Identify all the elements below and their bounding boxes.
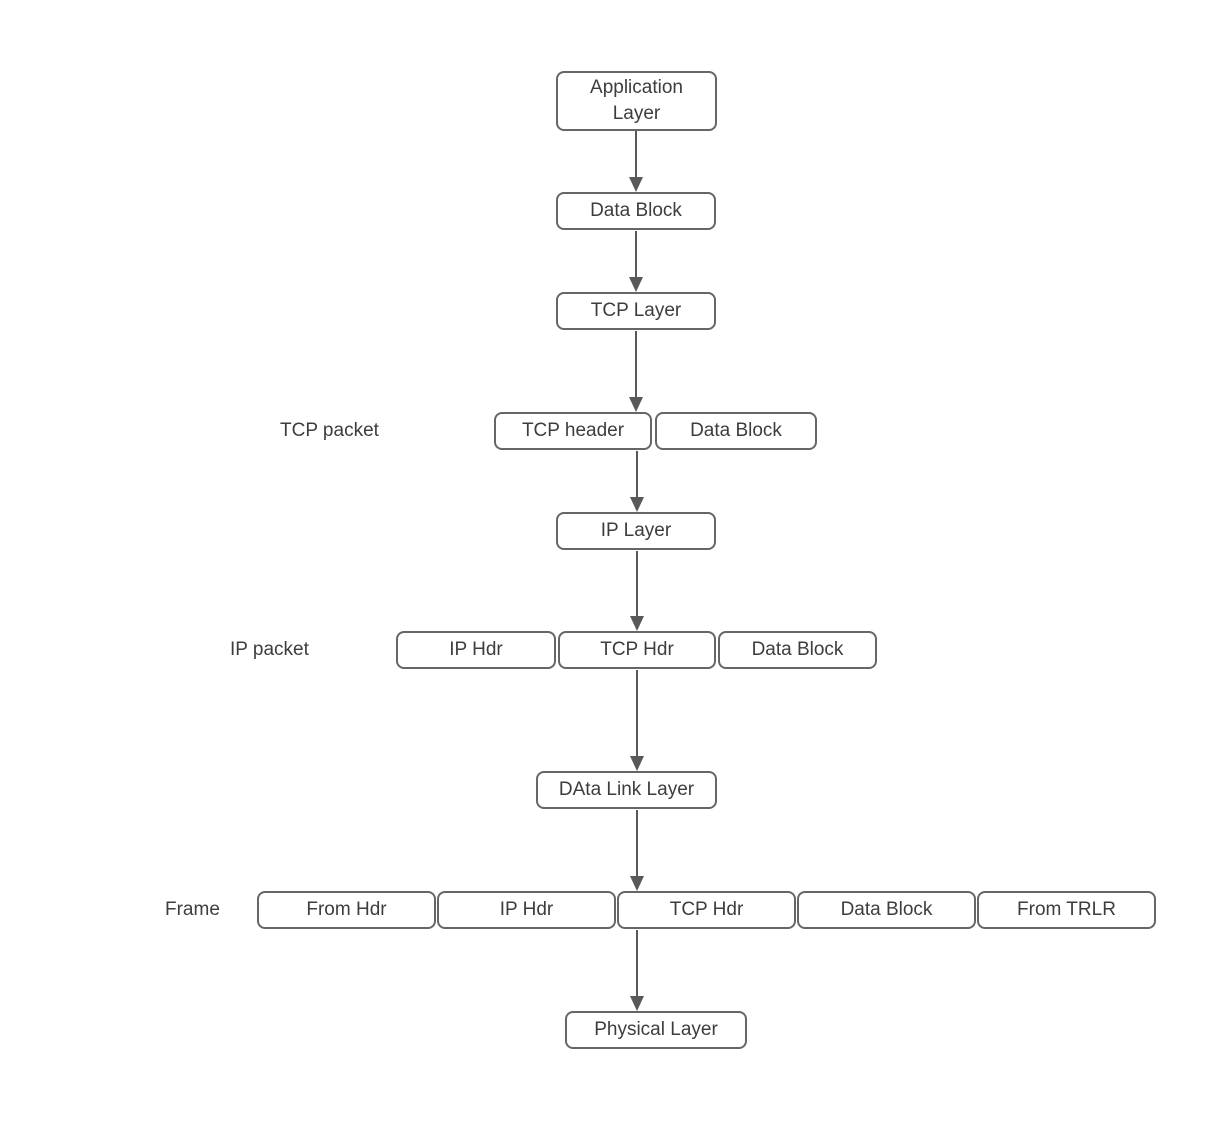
node-ip-layer: IP Layer xyxy=(556,512,716,550)
node-data-link-layer: DAta Link Layer xyxy=(536,771,717,809)
arrow-shaft xyxy=(636,551,638,619)
label-tcp-packet: TCP packet xyxy=(280,420,379,441)
arrowhead-down-icon xyxy=(630,497,644,512)
node-data-block-top: Data Block xyxy=(556,192,716,230)
arrow-datablock-to-tcplayer xyxy=(628,231,644,292)
arrow-iplayer-to-ippacket xyxy=(629,551,645,631)
arrow-shaft xyxy=(635,331,637,400)
label-frame: Frame xyxy=(165,899,220,920)
arrow-shaft xyxy=(635,231,637,280)
arrowhead-down-icon xyxy=(630,996,644,1011)
node-tcp-packet-data-block: Data Block xyxy=(655,412,817,450)
arrowhead-down-icon xyxy=(629,277,643,292)
node-ip-hdr: IP Hdr xyxy=(396,631,556,669)
arrowhead-down-icon xyxy=(630,876,644,891)
node-frame-ip-hdr: IP Hdr xyxy=(437,891,616,929)
arrow-shaft xyxy=(636,670,638,759)
node-tcp-header: TCP header xyxy=(494,412,652,450)
arrow-app-to-datablock xyxy=(628,131,644,192)
arrow-ippacket-to-datalink xyxy=(629,670,645,771)
arrow-shaft xyxy=(635,131,637,180)
node-tcp-hdr: TCP Hdr xyxy=(558,631,716,669)
label-ip-packet: IP packet xyxy=(230,639,309,660)
node-frame-data-block: Data Block xyxy=(797,891,976,929)
arrow-shaft xyxy=(636,810,638,879)
arrow-datalink-to-frame xyxy=(629,810,645,891)
arrowhead-down-icon xyxy=(629,397,643,412)
node-frame-from-trlr: From TRLR xyxy=(977,891,1156,929)
arrow-shaft xyxy=(636,451,638,500)
node-frame-from-hdr: From Hdr xyxy=(257,891,436,929)
arrow-tcppacket-to-iplayer xyxy=(629,451,645,512)
arrowhead-down-icon xyxy=(630,616,644,631)
node-tcp-layer: TCP Layer xyxy=(556,292,716,330)
node-application-layer: Application Layer xyxy=(556,71,717,131)
arrowhead-down-icon xyxy=(630,756,644,771)
node-ip-packet-data-block: Data Block xyxy=(718,631,877,669)
arrow-shaft xyxy=(636,930,638,999)
node-physical-layer: Physical Layer xyxy=(565,1011,747,1049)
arrowhead-down-icon xyxy=(629,177,643,192)
node-frame-tcp-hdr: TCP Hdr xyxy=(617,891,796,929)
arrow-frame-to-physical xyxy=(629,930,645,1011)
arrow-tcplayer-to-tcppacket xyxy=(628,331,644,412)
